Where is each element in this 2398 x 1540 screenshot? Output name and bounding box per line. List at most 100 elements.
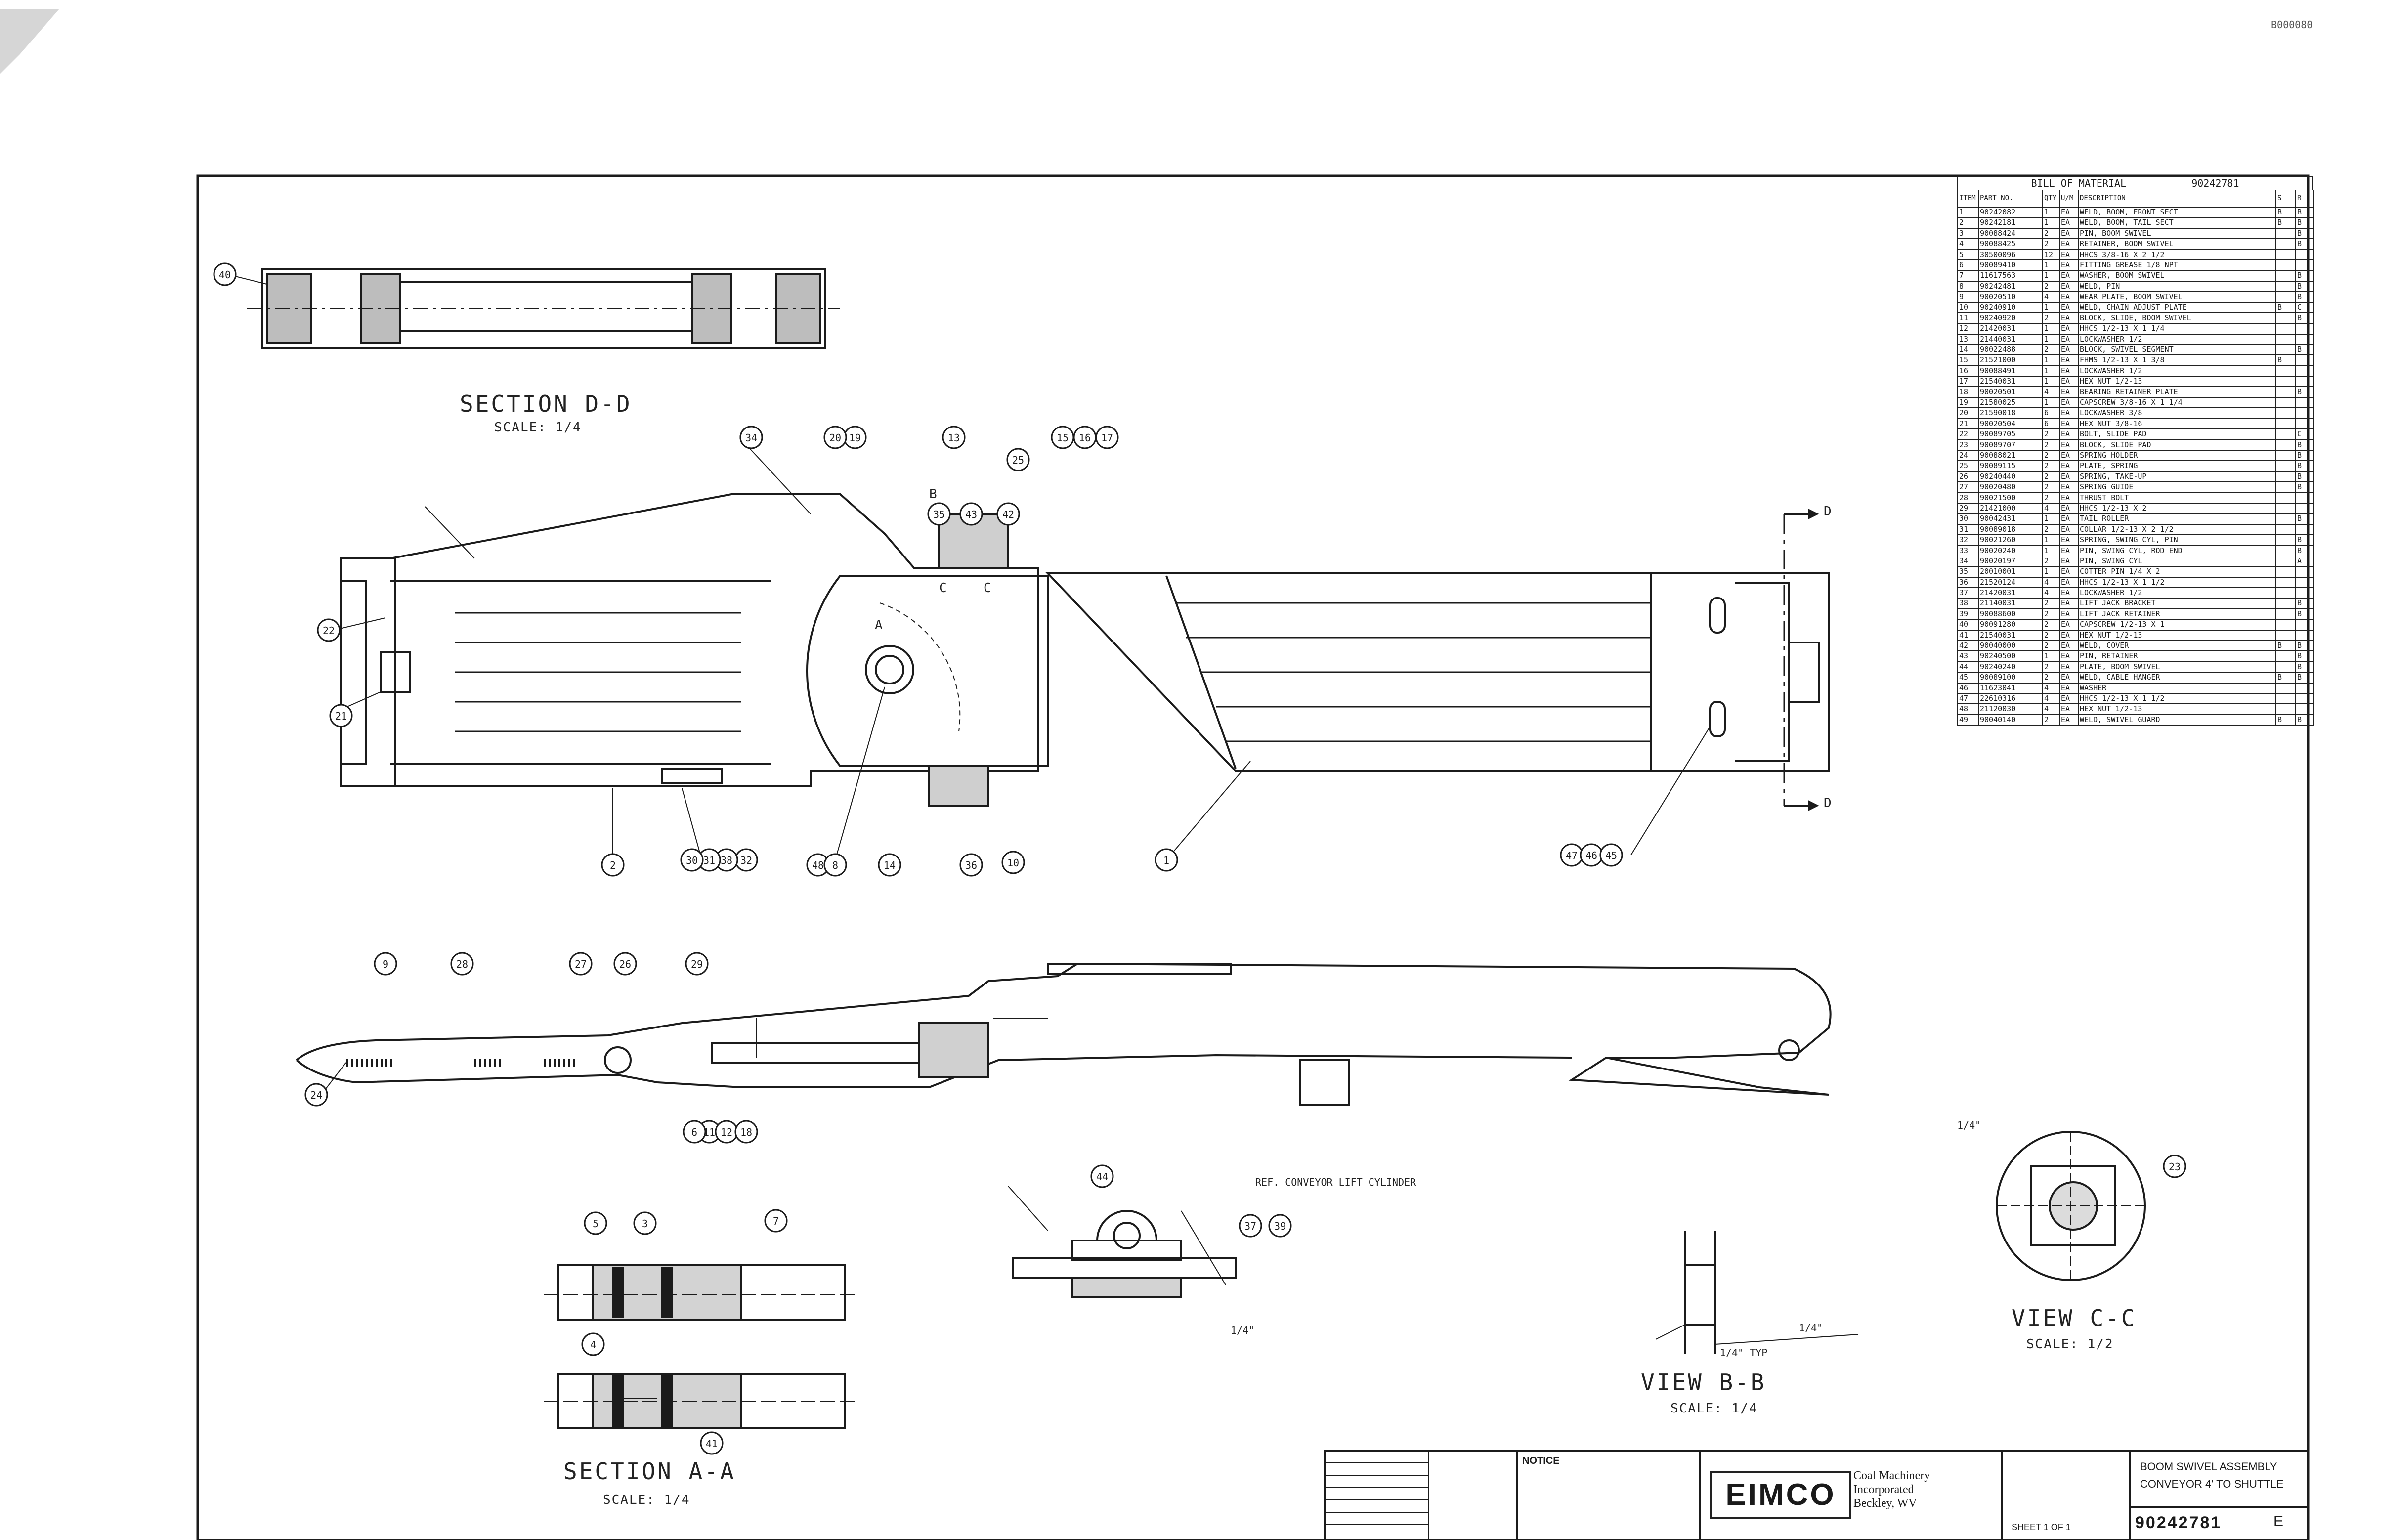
bom-cell: B [2296,673,2314,684]
balloon-label: 38 [721,855,732,866]
balloon-12: 12 [715,1120,738,1144]
balloon-label: 36 [965,859,977,871]
bom-cell: 5 [1958,250,1979,260]
bom-cell [2276,514,2296,525]
drawing-size: E [2273,1513,2284,1530]
bom-cell: 1 [2043,260,2060,271]
bom-cell: 41 [1958,630,1979,642]
bom-cell: 20010001 [1979,567,2043,578]
bom-cell [2276,345,2296,356]
bom-cell: WELD, SWIVEL GUARD [2079,715,2276,726]
bom-cell [2296,567,2314,578]
bom-cell: B [2276,673,2296,684]
bom-cell: LOCKWASHER 1/2 [2079,366,2276,377]
balloon-label: 32 [740,855,752,866]
bom-cell: 90089705 [1979,429,2043,440]
balloon-47: 47 [1560,843,1584,867]
balloon-23: 23 [2163,1155,2186,1178]
balloon-43: 43 [959,502,983,526]
bom-cell [2276,493,2296,504]
balloon-1: 1 [1155,848,1178,872]
bom-cell: 23 [1958,440,1979,451]
bom-cell [2276,620,2296,631]
bom-cell: 90240920 [1979,313,2043,324]
balloon-label: 27 [575,958,587,970]
bom-cell: FHMS 1/2-13 X 1 3/8 [2079,355,2276,366]
balloon-5: 5 [584,1211,607,1235]
bom-cell: EA [2060,250,2079,260]
bom-cell: 1 [2043,302,2060,313]
balloon-19: 19 [843,426,867,449]
bom-cell: B [2296,599,2314,609]
bom-cell: 11 [1958,313,1979,324]
bom-cell: 11623041 [1979,683,2043,694]
bom-cell: 2 [2043,630,2060,642]
bom-cell [2296,366,2314,377]
bom-cell: SPRING, SWING CYL, PIN [2079,535,2276,546]
bom-cell: EA [2060,450,2079,462]
bom-cell: 90089410 [1979,260,2043,271]
bom-cell [2296,693,2314,705]
bom-cell: EA [2060,387,2079,398]
balloon-14: 14 [878,853,901,877]
bom-cell [2276,377,2296,387]
balloon-label: 23 [2169,1161,2181,1173]
bom-cell: BLOCK, SWIVEL SEGMENT [2079,345,2276,356]
section-d-beam [247,268,840,349]
bom-cell [2276,271,2296,282]
bom-cell: 2 [2043,673,2060,684]
bom-cell [2296,493,2314,504]
bom-cell: 1 [1958,208,1979,218]
bom-cell: 21421000 [1979,503,2043,514]
bom-cell: 35 [1958,567,1979,578]
bom-cell [2276,471,2296,483]
section-a-detail [544,1264,860,1429]
bom-cell: EA [2060,641,2079,652]
leader-lines [227,274,1711,1399]
bom-cell: 1 [2043,398,2060,409]
bom-cell: 4 [2043,503,2060,514]
bom-cell: 30500096 [1979,250,2043,260]
bom-cell: EA [2060,546,2079,556]
balloon-label: 13 [948,432,960,444]
bom-cell: TAIL ROLLER [2079,514,2276,525]
bom-cell: 6 [1958,260,1979,271]
balloon-18: 18 [734,1120,758,1144]
bom-cell: 2 [2043,599,2060,609]
bom-cell [2276,662,2296,673]
bom-cell: WELD, COVER [2079,641,2276,652]
bom-cell: 21140031 [1979,599,2043,609]
bom-cell: HHCS 1/2-13 X 1 1/4 [2079,324,2276,335]
bom-cell: 2 [2043,493,2060,504]
bom-cell: 2 [2043,641,2060,652]
balloon-42: 42 [996,502,1020,526]
bom-cell: CAPSCREW 3/8-16 X 1 1/4 [2079,398,2276,409]
view-b-detail [1684,1231,1859,1354]
bom-cell: 90088425 [1979,239,2043,250]
bom-cell: 90021260 [1979,535,2043,546]
bom-cell: 90020501 [1979,387,2043,398]
balloon-35: 35 [927,502,951,526]
bom-cell: LOCKWASHER 1/2 [2079,588,2276,599]
bom-cell: EA [2060,355,2079,366]
balloon-label: 44 [1096,1171,1108,1183]
bom-cell: 39 [1958,609,1979,620]
bom-cell: 2 [2043,228,2060,240]
balloon-label: 28 [456,958,468,970]
balloon-label: 18 [740,1126,752,1138]
bom-cell: 47 [1958,693,1979,705]
bom-cell: 90242481 [1979,281,2043,293]
bom-cell: 90040140 [1979,715,2043,726]
balloon-27: 27 [569,952,593,976]
bom-cell [2276,482,2296,493]
bom-cell: EA [2060,704,2079,715]
bom-cell: B [2296,535,2314,546]
balloon-label: 24 [310,1089,322,1101]
bom-cell [2276,281,2296,293]
